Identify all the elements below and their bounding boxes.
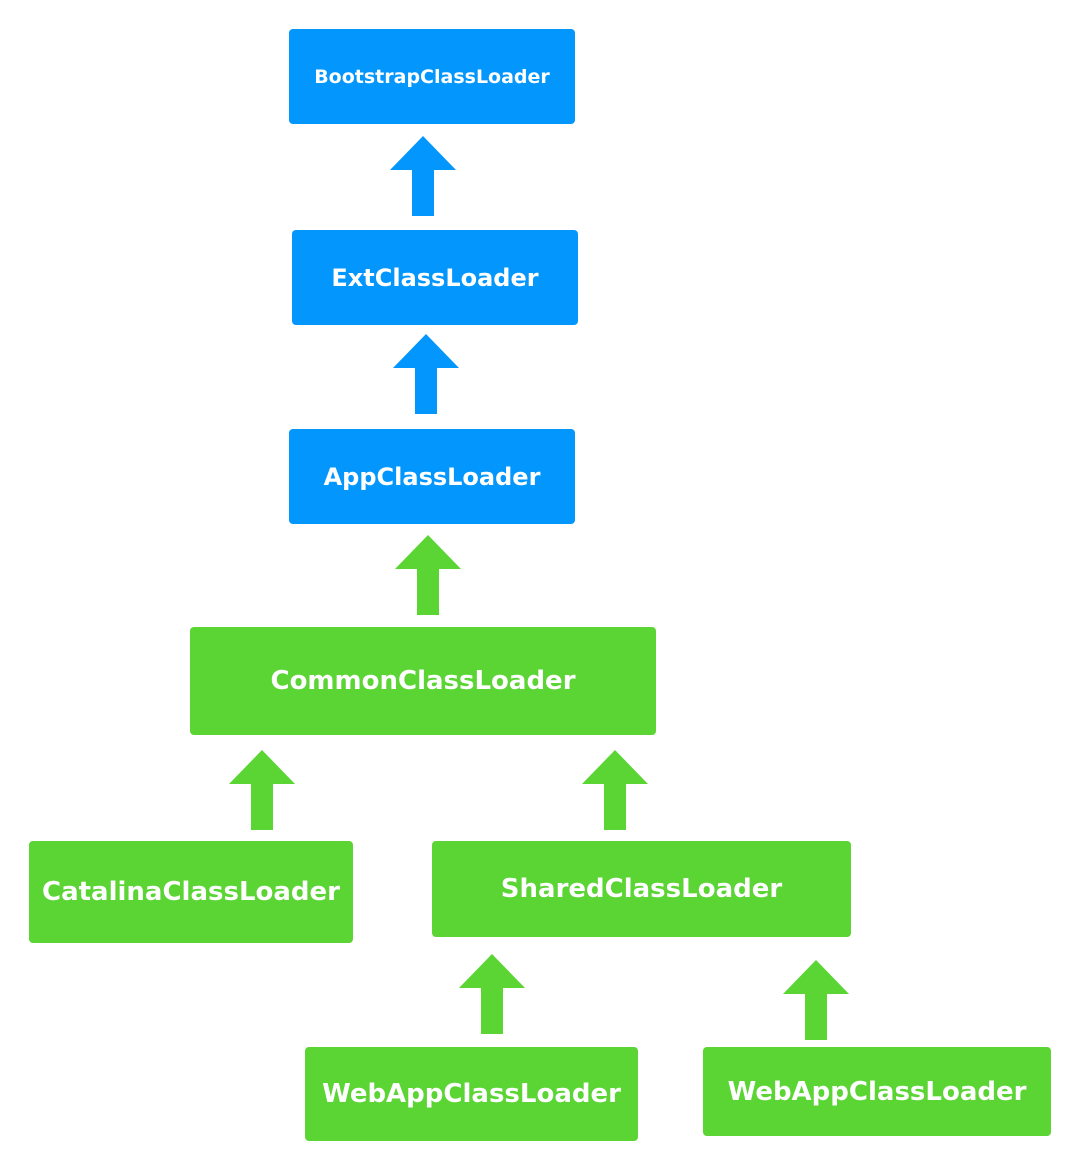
- node-label: WebAppClassLoader: [322, 1079, 621, 1109]
- webapp-class-loader-node-1: WebAppClassLoader: [305, 1047, 638, 1141]
- arrow-up-icon: [393, 334, 459, 414]
- node-label: CommonClassLoader: [270, 666, 576, 696]
- arrow-up-icon-shape: [582, 750, 648, 830]
- arrow-up-icon: [390, 136, 456, 216]
- arrow-up-icon-shape: [229, 750, 295, 830]
- node-label: SharedClassLoader: [500, 874, 783, 904]
- arrow-up-icon-shape: [783, 960, 849, 1040]
- arrow-up-icon-shape: [390, 136, 456, 216]
- arrow-up-icon: [459, 954, 525, 1034]
- ext-class-loader-node: ExtClassLoader: [292, 230, 578, 325]
- arrow-up-icon: [395, 535, 461, 615]
- node-label: AppClassLoader: [323, 462, 541, 491]
- arrow-up-icon-shape: [393, 334, 459, 414]
- bootstrap-class-loader-node: BootstrapClassLoader: [289, 29, 575, 124]
- node-label: ExtClassLoader: [331, 263, 539, 292]
- app-class-loader-node: AppClassLoader: [289, 429, 575, 524]
- node-label: WebAppClassLoader: [727, 1076, 1027, 1107]
- common-class-loader-node: CommonClassLoader: [190, 627, 656, 735]
- webapp-class-loader-node-2: WebAppClassLoader: [703, 1047, 1051, 1136]
- arrow-up-icon: [783, 960, 849, 1040]
- shared-class-loader-node: SharedClassLoader: [432, 841, 851, 937]
- catalina-class-loader-node: CatalinaClassLoader: [29, 841, 353, 943]
- node-label: BootstrapClassLoader: [314, 65, 550, 88]
- arrow-up-icon: [229, 750, 295, 830]
- arrow-up-icon-shape: [395, 535, 461, 615]
- arrow-up-icon: [582, 750, 648, 830]
- arrow-up-icon-shape: [459, 954, 525, 1034]
- node-label: CatalinaClassLoader: [41, 877, 340, 907]
